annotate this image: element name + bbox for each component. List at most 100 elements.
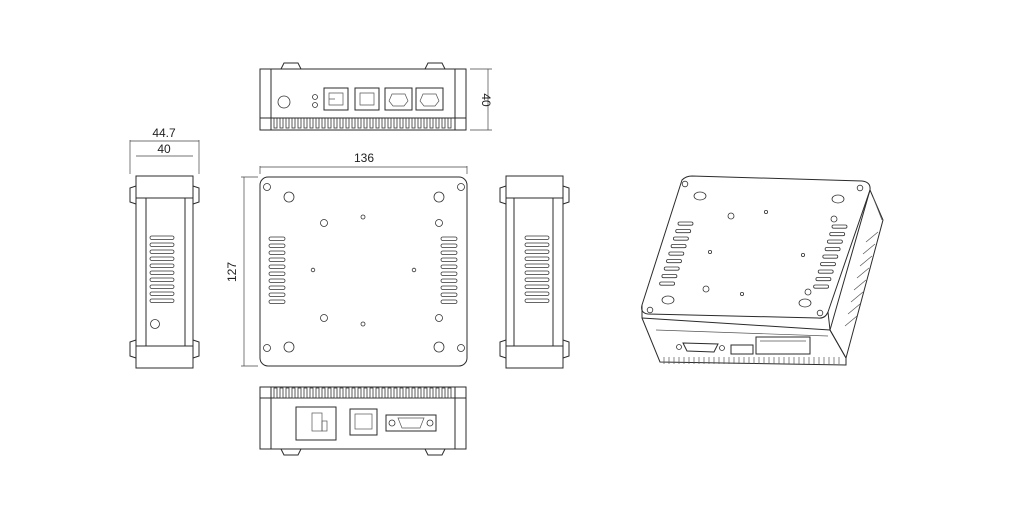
vent-slot [149,270,175,275]
corner-screw-icon [646,180,864,317]
fin [279,387,284,399]
fin [291,387,296,399]
vent-slot [268,243,286,248]
fin [321,387,326,399]
vent-slot [815,277,832,282]
fin [363,387,368,399]
fin [375,387,380,399]
fin [435,117,440,129]
vent-slot [524,263,550,268]
vent-slot [817,269,834,274]
fin [387,117,392,129]
vent-slot [524,235,550,240]
vent-slot [524,284,550,289]
vent-slot [850,291,864,303]
dc-jack-icon [295,406,337,441]
vent-slot [268,264,286,269]
right-side-view [499,175,570,369]
vent-slot [268,292,286,297]
fin [429,387,434,399]
fin [369,117,374,129]
fin [363,117,368,129]
fin [417,387,422,399]
fin [393,117,398,129]
vent-slot [149,284,175,289]
vent-slot [440,264,458,269]
power-button-icon [277,95,291,109]
ethernet-port-icon [384,87,413,111]
fin [273,387,278,399]
vent-slot [440,271,458,276]
dimension-label-depth-outer: 44.7 [152,126,176,140]
led-icon [312,94,318,100]
vent-slot [829,232,846,237]
isometric-view [641,175,884,366]
fin [423,387,428,399]
vent-slot [853,279,867,291]
vent-slot [666,259,682,264]
dc-jack-icon [755,336,811,355]
vent-slot [865,231,879,243]
vent-slot [673,236,689,241]
vent-slot [822,254,839,259]
vent-slot [268,250,286,255]
mount-hole-icon [310,214,443,327]
fin [447,387,452,399]
fin [279,117,284,129]
vent-slot [440,257,458,262]
vent-slot [268,236,286,241]
vent-slot [862,243,876,255]
vent-slot [820,262,836,267]
fin [399,387,404,399]
usb-port-icon [354,87,380,111]
vent-slot [663,266,680,271]
fin [357,117,362,129]
hdmi-port-icon [349,408,378,436]
vent-slots [524,235,550,303]
fin [423,117,428,129]
corner-screw-icon [263,183,465,352]
vent-slot [524,270,550,275]
vent-slot [659,281,675,286]
heatsink-fins-bottom [273,387,452,399]
vent-slot [524,298,550,303]
fin [297,387,302,399]
top-panel-view: 40 [259,62,493,131]
dimension-label-width: 136 [354,151,374,165]
vent-slot [524,291,550,296]
fin [303,387,308,399]
vent-slot [677,221,694,226]
fin [339,387,344,399]
led-icon [312,102,318,108]
fin [417,117,422,129]
fin [339,117,344,129]
vent-slot [524,242,550,247]
vent-slot [149,277,175,282]
vent-slot [856,267,870,279]
vent-slot [149,235,175,240]
vent-slot [268,278,286,283]
vent-slot [524,249,550,254]
vent-slot [675,229,692,234]
usb-port-icon [323,87,349,111]
vent-slot [668,251,685,256]
screw-hole-icon [150,319,160,329]
foot-hole-icon [661,191,845,308]
fin [285,387,290,399]
fin [441,117,446,129]
fin [393,387,398,399]
vent-slot [149,263,175,268]
fin [309,117,314,129]
vent-slot [831,224,848,229]
ethernet-port-icon [415,87,444,111]
vent-slot [149,242,175,247]
foot-hole-icon [283,191,445,353]
fin [357,387,362,399]
dimension-label-depth-inner: 40 [157,142,171,156]
fin [273,117,278,129]
vent-slot [268,299,286,304]
fin [381,387,386,399]
fin [345,117,350,129]
vent-slot [149,249,175,254]
